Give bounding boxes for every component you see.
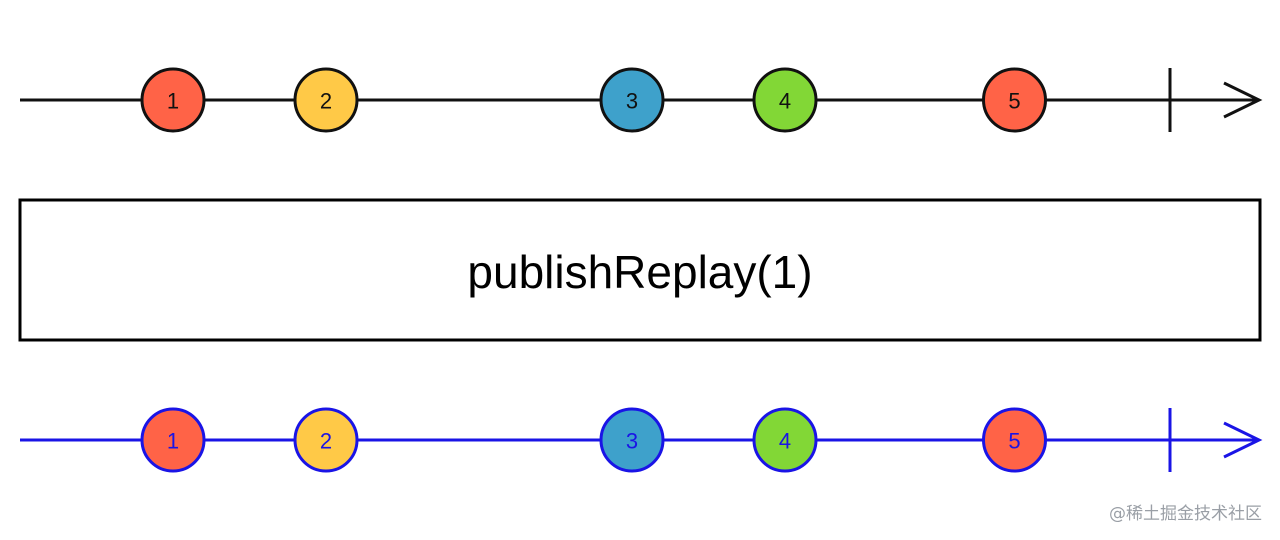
source-marble-circle	[982, 67, 1047, 133]
watermark: @稀土掘金技术社区	[1109, 504, 1262, 524]
source-timeline-arrow-icon	[1223, 81, 1263, 119]
result-marble: 1	[140, 407, 206, 473]
result-marble-label: 2	[320, 429, 332, 454]
source-timeline: 1 2 3 4 5	[20, 67, 1263, 133]
result-marble: 3	[599, 407, 665, 473]
source-marble-label: 5	[1008, 89, 1020, 114]
result-marble-label: 5	[1008, 429, 1020, 454]
result-marble-label: 1	[167, 429, 179, 454]
result-marble-circle	[140, 407, 206, 473]
result-marble: 4	[752, 407, 818, 473]
result-marble-label: 4	[779, 429, 791, 454]
source-marble: 3	[599, 67, 665, 133]
source-marble: 2	[293, 67, 359, 133]
source-marble: 5	[982, 67, 1047, 133]
result-marble-label: 3	[626, 429, 638, 454]
source-marble-circle	[293, 67, 359, 133]
result-marble: 5	[982, 407, 1047, 473]
result-marble-circle	[982, 407, 1047, 473]
source-marble-circle	[752, 67, 818, 133]
operator-box-frame	[18, 198, 1262, 342]
source-marble-label: 2	[320, 89, 332, 114]
source-marble: 4	[752, 67, 818, 133]
operator-label: publishReplay(1)	[467, 246, 812, 298]
result-timeline: 1 2 3 4 5	[20, 407, 1263, 473]
result-marble-circle	[293, 407, 359, 473]
source-marble-label: 4	[779, 89, 791, 114]
operator-box: publishReplay(1)	[18, 198, 1262, 342]
source-marble: 1	[140, 67, 206, 133]
result-marble: 2	[293, 407, 359, 473]
result-timeline-arrow-icon	[1223, 421, 1263, 459]
source-marble-circle	[599, 67, 665, 133]
result-marbles: 1 2 3 4 5	[140, 407, 1047, 473]
result-marble-circle	[752, 407, 818, 473]
result-marble-circle	[599, 407, 665, 473]
source-marble-circle	[140, 67, 206, 133]
source-marble-label: 3	[626, 89, 638, 114]
source-marble-label: 1	[167, 89, 179, 114]
source-marbles: 1 2 3 4 5	[140, 67, 1047, 133]
